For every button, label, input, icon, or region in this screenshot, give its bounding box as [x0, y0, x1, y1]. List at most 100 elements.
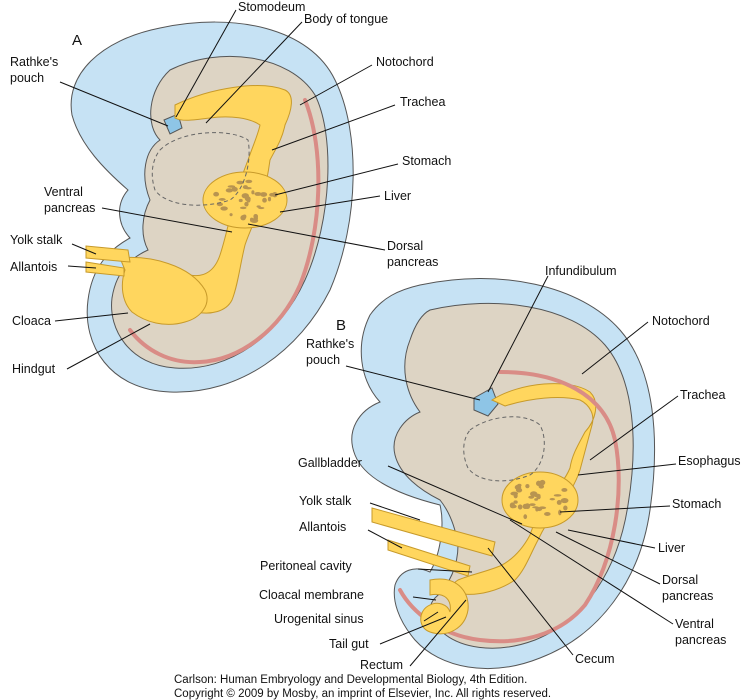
- panel-a-leader-lines: [54, 9, 399, 370]
- liver-spot: [236, 180, 244, 185]
- label-b-dorsal-pancreas-1: Dorsal: [662, 573, 698, 587]
- panel-a-notochord: [128, 98, 321, 365]
- label-a-body-of-tongue: Body of tongue: [304, 12, 388, 26]
- panel-a-hindgut-loop: [119, 257, 208, 325]
- panel-b-allantois: [387, 539, 471, 577]
- liver-spot: [529, 503, 536, 507]
- liver-spot: [544, 512, 551, 516]
- liver-spot: [246, 197, 251, 203]
- liver-spot: [244, 201, 249, 207]
- liver-spot: [239, 206, 247, 210]
- liver-spot: [538, 484, 545, 489]
- liver-spot: [560, 497, 569, 504]
- liver-spot: [532, 506, 539, 509]
- panel-b-tail-loop: [420, 578, 469, 635]
- credit-line-2: Copyright © 2009 by Mosby, an imprint of…: [174, 688, 551, 700]
- liver-spot: [242, 214, 247, 219]
- label-b-notochord: Notochord: [652, 314, 710, 328]
- liver-spot: [534, 498, 539, 501]
- label-b-cecum: Cecum: [575, 652, 615, 666]
- liver-spot: [556, 499, 562, 505]
- label-b-urogenital-sinus: Urogenital sinus: [274, 612, 364, 626]
- liver-spot: [231, 186, 238, 192]
- liver-spot: [510, 491, 519, 496]
- panel-b-embryo: [351, 278, 656, 669]
- label-b-infundibulum: Infundibulum: [545, 264, 617, 278]
- panel-a-tongue-outline: [151, 132, 250, 206]
- liver-spot: [549, 497, 556, 501]
- label-b-stomach: Stomach: [672, 497, 721, 511]
- panel-a-yolk-stalk: [85, 245, 131, 263]
- label-a-stomodeum: Stomodeum: [238, 0, 305, 14]
- liver-spot: [272, 191, 278, 198]
- liver-spot: [553, 494, 562, 497]
- label-a-allantois: Allantois: [10, 260, 57, 274]
- liver-spot: [536, 494, 541, 500]
- liver-spot: [515, 487, 523, 493]
- label-b-ventral-pancreas-2: pancreas: [675, 633, 726, 647]
- liver-spot: [267, 196, 272, 202]
- liver-spot: [250, 218, 259, 224]
- label-b-gallbladder: Gallbladder: [298, 456, 362, 470]
- label-b-allantois: Allantois: [299, 520, 346, 534]
- label-b-liver: Liver: [658, 541, 685, 555]
- label-b-ventral-pancreas-1: Ventral: [675, 617, 714, 631]
- liver-spot: [524, 503, 531, 510]
- liver-spot: [517, 483, 522, 487]
- label-b-rathkes-pouch-2: pouch: [306, 353, 340, 367]
- panel-a-embryo: [70, 21, 354, 393]
- liver-spot: [251, 190, 255, 195]
- liver-spot: [536, 507, 543, 512]
- label-b-tail-gut: Tail gut: [329, 637, 369, 651]
- liver-spot: [227, 185, 236, 188]
- label-b-rectum: Rectum: [360, 658, 403, 672]
- liver-spot: [225, 188, 234, 193]
- panel-b-liver-texture: [509, 479, 569, 520]
- liver-spot: [218, 198, 226, 201]
- liver-spot: [260, 192, 268, 197]
- liver-spot: [561, 488, 568, 492]
- label-a-notochord: Notochord: [376, 55, 434, 69]
- label-a-ventral-pancreas-1: Ventral: [44, 185, 83, 199]
- liver-spot: [558, 509, 562, 516]
- label-a-stomach: Stomach: [402, 154, 451, 168]
- liver-spot: [256, 205, 261, 208]
- liver-spot: [245, 179, 253, 184]
- liver-spot: [238, 198, 243, 203]
- label-a-rathkes-pouch-2: pouch: [10, 71, 44, 85]
- label-a-dorsal-pancreas-1: Dorsal: [387, 239, 423, 253]
- panel-b-yolk-stalk: [371, 507, 496, 557]
- panel-b-notochord: [398, 370, 621, 644]
- liver-spot: [523, 514, 528, 520]
- liver-spot: [254, 191, 262, 196]
- panel-b-letter: B: [336, 317, 346, 334]
- label-a-rathkes-pouch-1: Rathke's: [10, 55, 58, 69]
- liver-spot: [262, 197, 267, 203]
- label-a-hindgut: Hindgut: [12, 362, 56, 376]
- label-b-trachea: Trachea: [680, 388, 725, 402]
- label-a-ventral-pancreas-2: pancreas: [44, 201, 95, 215]
- liver-spot: [229, 213, 233, 217]
- label-b-yolk-stalk: Yolk stalk: [299, 494, 352, 508]
- panel-a-letter: A: [72, 32, 82, 49]
- panel-a-allantois: [85, 261, 125, 277]
- panel-b-labels: Infundibulum Notochord Rathke's pouch Tr…: [259, 264, 741, 672]
- liver-spot: [525, 483, 530, 489]
- label-a-liver: Liver: [384, 189, 411, 203]
- label-b-rathkes-pouch-1: Rathke's: [306, 337, 354, 351]
- label-b-cloacal-membrane: Cloacal membrane: [259, 588, 364, 602]
- liver-spot: [509, 504, 517, 509]
- label-b-esophagus: Esophagus: [678, 454, 741, 468]
- credit-line-1: Carlson: Human Embryology and Developmen…: [174, 674, 527, 686]
- label-a-yolk-stalk: Yolk stalk: [10, 233, 63, 247]
- label-b-dorsal-pancreas-2: pancreas: [662, 589, 713, 603]
- liver-spot: [530, 491, 538, 497]
- liver-spot: [242, 185, 248, 190]
- liver-spot: [220, 206, 228, 211]
- panel-a-liver-texture: [213, 179, 278, 224]
- panel-b-leader-lines: [345, 275, 679, 667]
- liver-spot: [513, 500, 518, 504]
- label-a-trachea: Trachea: [400, 95, 445, 109]
- liver-spot: [213, 191, 220, 197]
